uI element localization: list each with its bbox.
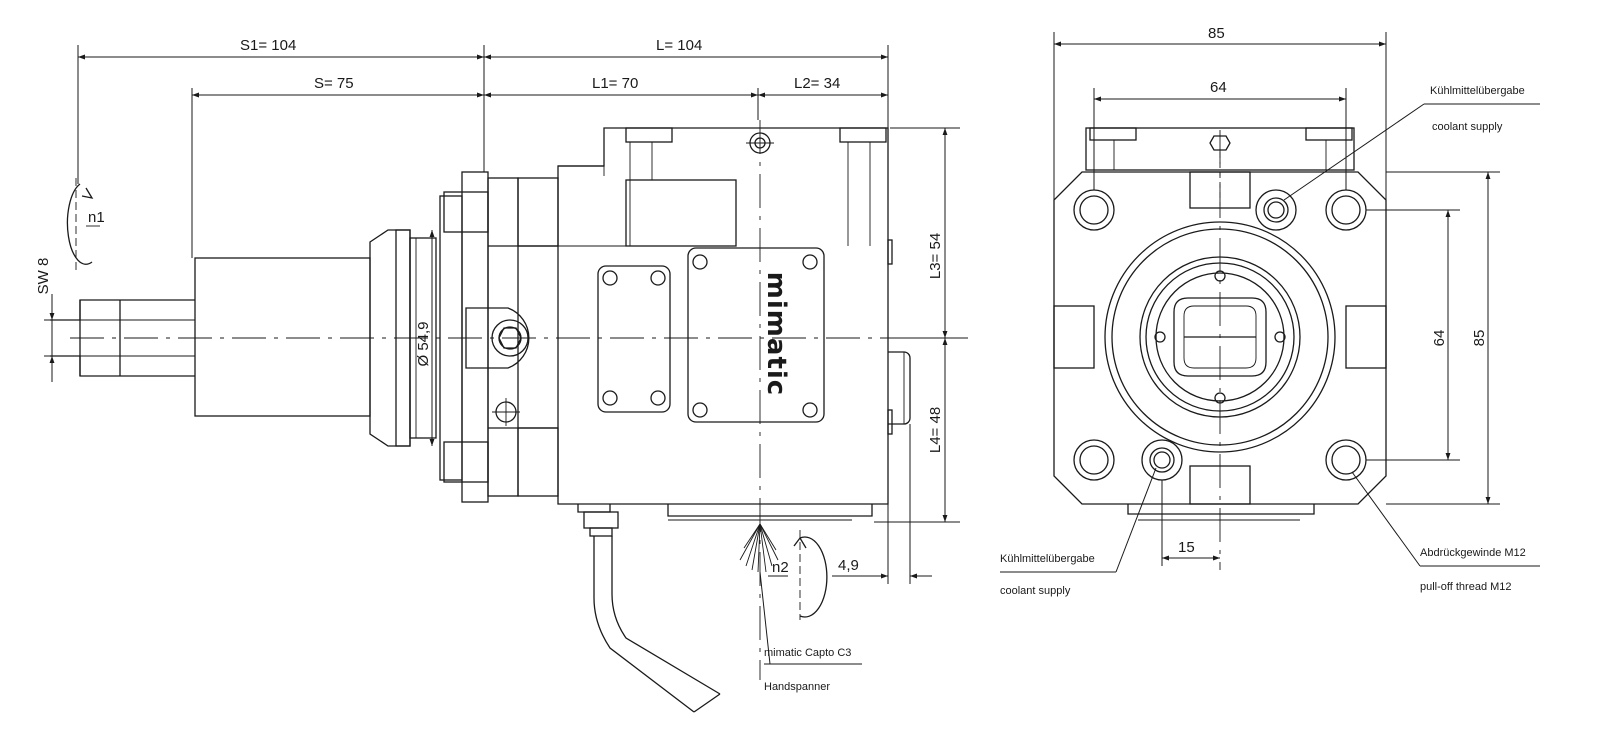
callout-coolant-bottom-line2: coolant supply (1000, 585, 1071, 597)
callout-pulloff-line2: pull-off thread M12 (1420, 581, 1512, 593)
drive-shaft (50, 299, 195, 377)
dim-hole-spacing-y: 64 (1431, 330, 1448, 347)
clamp-lug (465, 307, 530, 369)
dim-sw: SW 8 (35, 258, 52, 295)
dim-width: 85 (1208, 25, 1225, 42)
dim-height: 85 (1471, 330, 1488, 347)
callout-coolant-top-line2: coolant supply (1432, 121, 1503, 133)
side-view: mimatic n (35, 37, 970, 713)
dim-l3: L3= 54 (927, 233, 944, 279)
rotation-n1-symbol: n1 (66, 178, 105, 270)
dim-diameter: Ø 54,9 (415, 321, 432, 366)
cover-plate-small (597, 265, 671, 413)
front-coolant-ports (1141, 189, 1297, 481)
coolant-spray-marks (739, 523, 779, 573)
dim-s: S= 75 (314, 75, 354, 92)
dim-l: L= 104 (656, 37, 702, 54)
leader-coolant-top (1283, 103, 1425, 201)
label-n2: n2 (772, 559, 789, 576)
front-bottom-lip (1127, 504, 1315, 515)
front-view: 85 64 85 64 15 Kühlmittelübergabe coolan… (1000, 25, 1540, 597)
leader-coolant-bottom (1115, 467, 1157, 573)
lube-fitting-lower (492, 398, 520, 426)
leader-pulloff (1351, 471, 1421, 567)
callout-pulloff-line1: Abdrückgewinde M12 (1420, 547, 1526, 559)
tool-holder-cylinder (194, 257, 371, 417)
front-right-slot (1345, 305, 1387, 369)
front-body-outline (1053, 171, 1387, 505)
dim-l2: L2= 34 (794, 75, 840, 92)
dim-s1: S1= 104 (240, 37, 296, 54)
dim-hole-spacing-x: 64 (1210, 79, 1227, 96)
coolant-hose (583, 511, 721, 713)
dim-offset-side: 4,9 (838, 557, 859, 574)
main-housing (488, 127, 911, 521)
front-bolt-holes (1073, 189, 1367, 481)
callout-coolant-bottom-line1: Kühlmittelübergabe (1000, 553, 1095, 565)
brand-logo: mimatic (761, 272, 791, 396)
label-n1: n1 (88, 209, 105, 226)
dim-offset-front: 15 (1178, 539, 1195, 556)
callout-capto-line1: mimatic Capto C3 (764, 647, 851, 659)
rotation-n2-symbol: n2 (768, 530, 828, 620)
callout-capto-line2: Handspanner (764, 681, 830, 693)
cover-plate-logo: mimatic (687, 247, 825, 423)
capto-flange (369, 229, 437, 447)
callout-coolant-top-line1: Kühlmittelübergabe (1430, 85, 1525, 97)
dim-l1: L1= 70 (592, 75, 638, 92)
front-left-slot (1053, 305, 1095, 369)
dim-l4: L4= 48 (927, 407, 944, 453)
